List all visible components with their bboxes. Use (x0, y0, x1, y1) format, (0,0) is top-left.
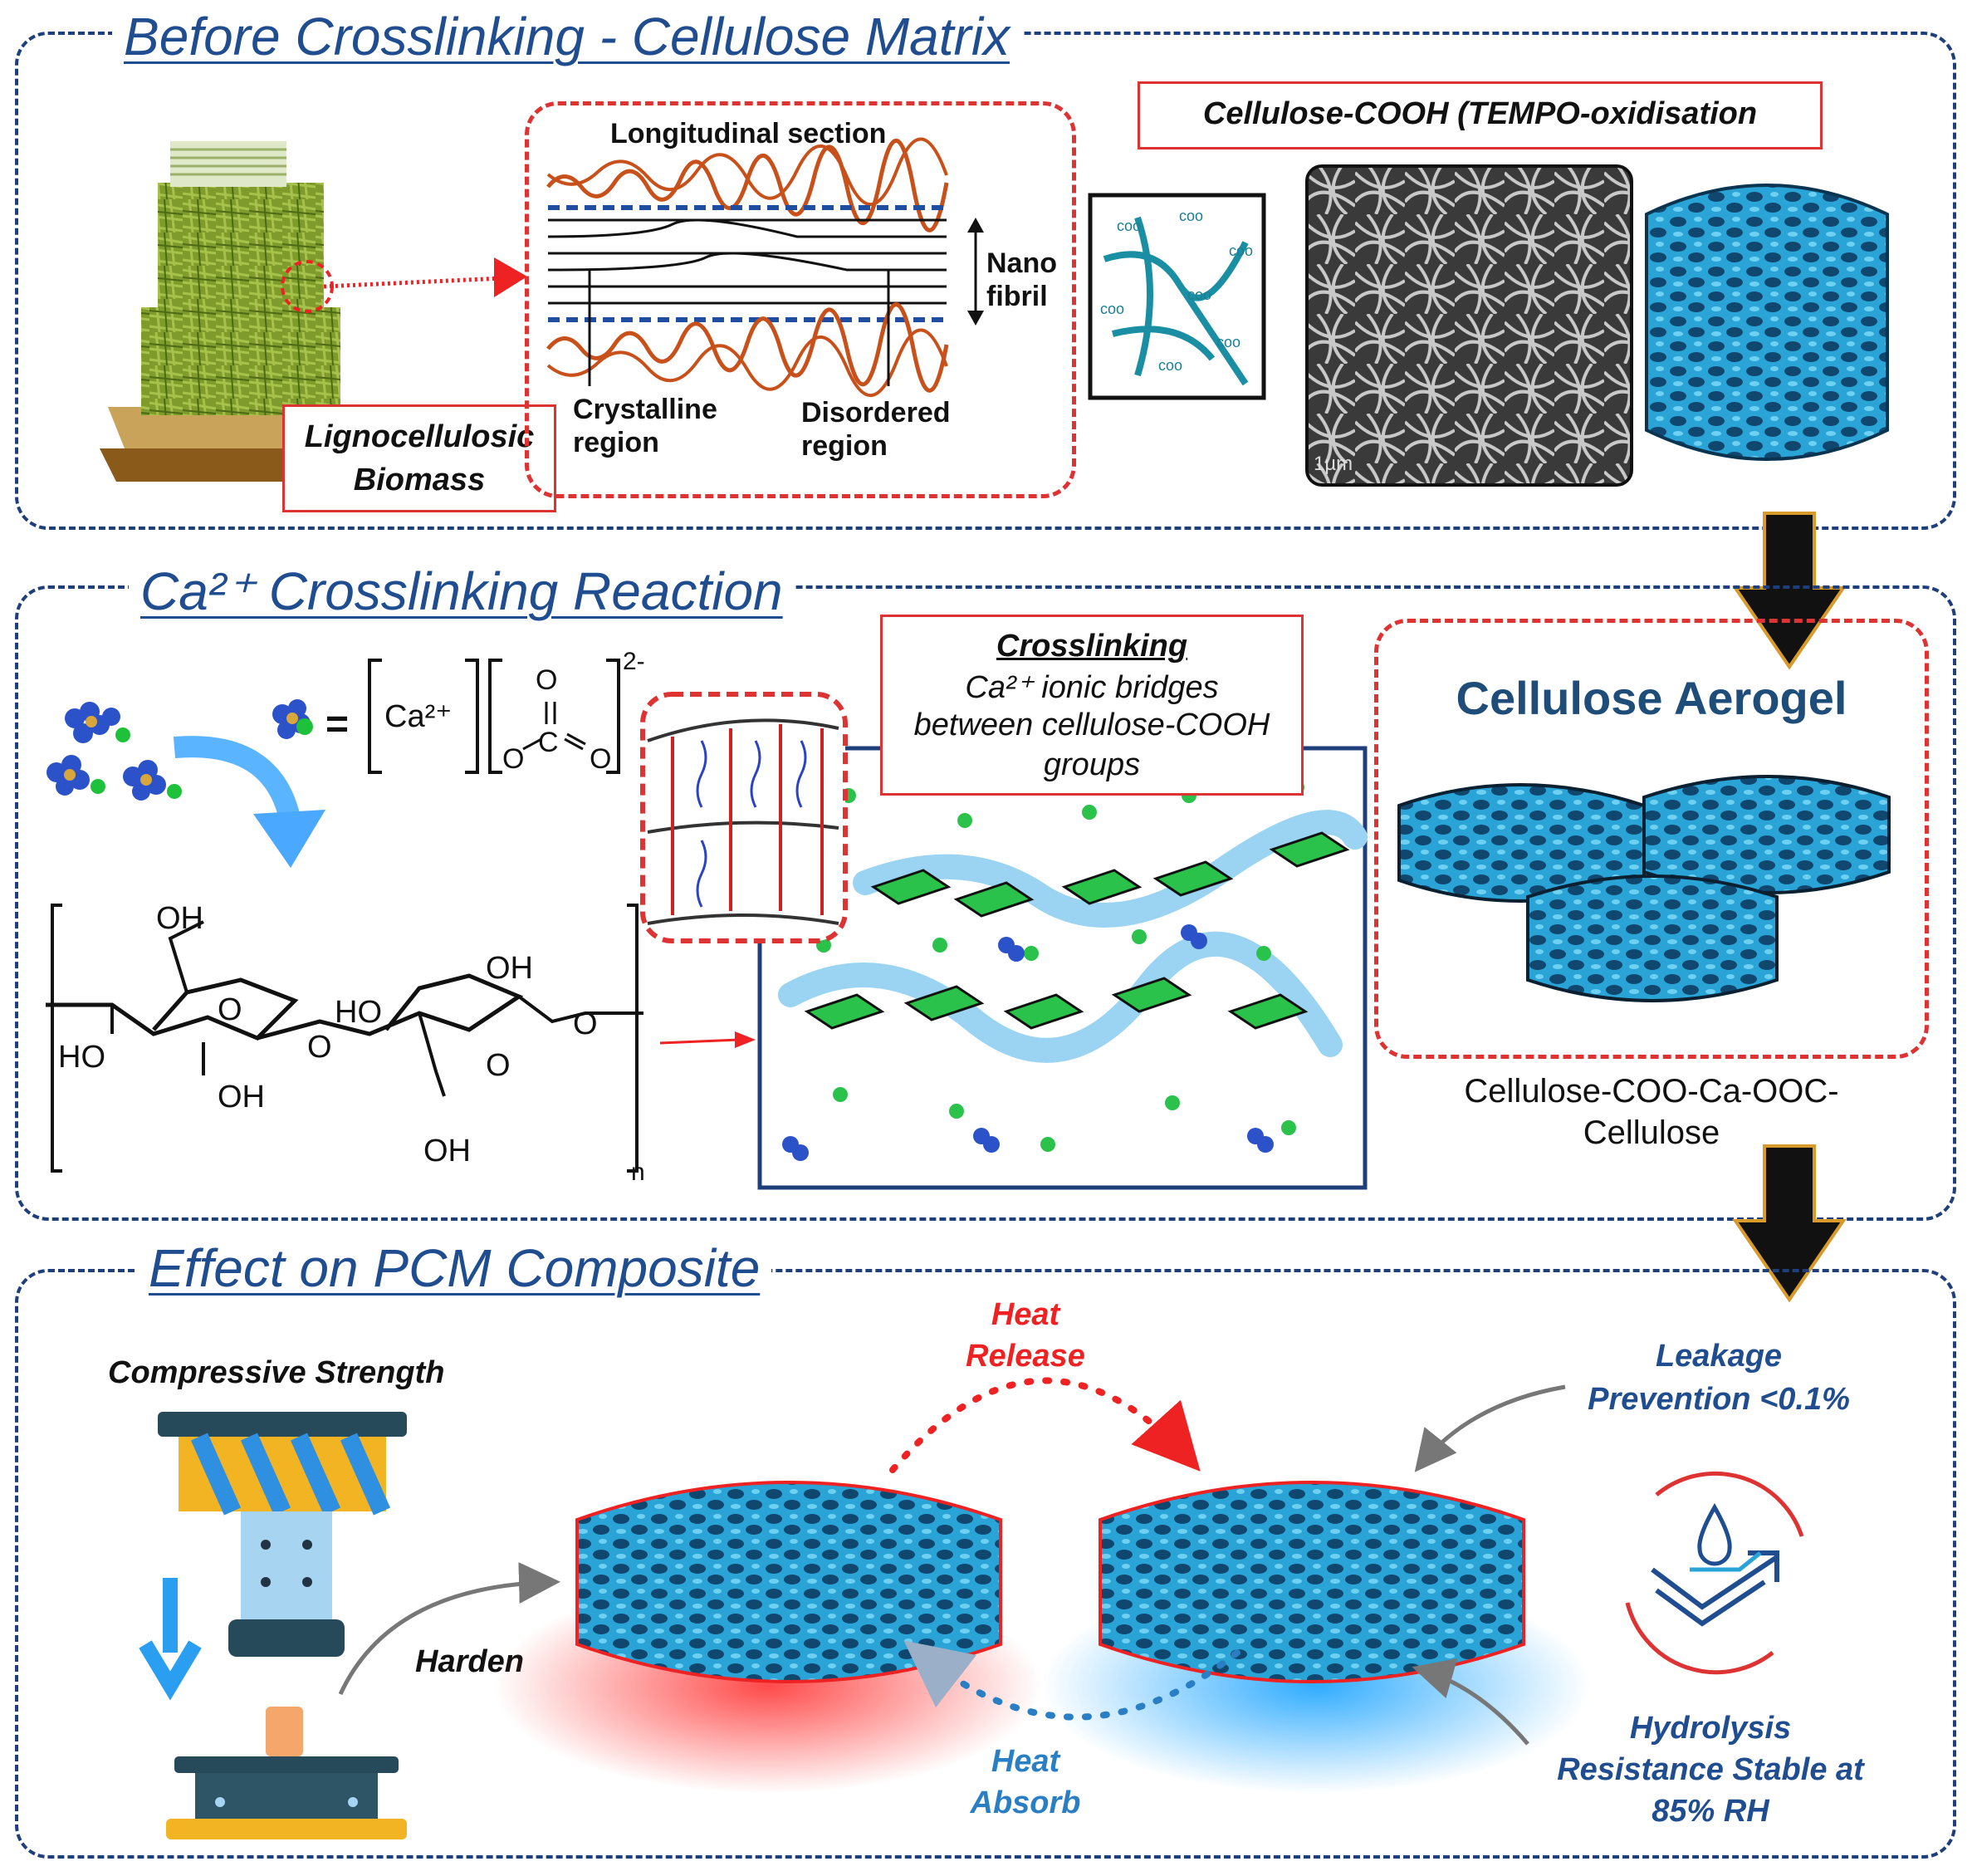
ca-ion-label: Ca²⁺ (384, 699, 453, 734)
aerogel-formula-line1: Cellulose-COO-Ca-OOC- (1464, 1073, 1839, 1109)
section-title-reaction: Ca²⁺ Crosslinking Reaction (129, 565, 795, 618)
crosslinking-line3: groups (1043, 747, 1141, 782)
crosslinking-inset-diagram (640, 692, 848, 943)
pcm-disc-left (575, 1481, 1002, 1683)
harden-arrow (338, 1562, 560, 1696)
ho-label-left: HO (58, 1040, 105, 1075)
leakage-line1: Leakage (1655, 1339, 1783, 1374)
crosslinking-title: Crosslinking (996, 629, 1188, 664)
longitudinal-section-box (525, 101, 1076, 498)
caco3-legend-green-dot (296, 718, 313, 735)
heat-absorb-arrow (903, 1640, 1240, 1721)
o-label-right: O (573, 1007, 598, 1041)
carbonate-o-right: O (590, 743, 612, 775)
carbonate-formula-brackets (368, 659, 620, 774)
coo-label-4: coo (1100, 301, 1125, 317)
oh-label-bottom-right: OH (423, 1134, 471, 1168)
section-title-effect: Effect on PCM Composite (137, 1242, 772, 1295)
nanofibril-diagram (546, 137, 949, 397)
carbonate-charge: 2- (623, 648, 645, 675)
section-crosslinking-reaction (15, 585, 1956, 1221)
cellulose-aerogel-title: Cellulose Aerogel (1456, 672, 1847, 724)
compression-press-illustration (139, 1412, 407, 1839)
hydrolysis-line1: Hydrolysis (1629, 1711, 1792, 1746)
sem-micrograph-image (1305, 164, 1633, 487)
disordered-label-line2: region (801, 430, 888, 462)
calcium-carbonate-particles (46, 699, 311, 801)
carbonate-c: C (538, 727, 559, 758)
blue-curved-arrow (173, 736, 325, 868)
coo-label-6: coo (1216, 334, 1241, 350)
water-resistance-icon (1625, 1471, 1804, 1675)
aerogel-disc-image (1645, 184, 1889, 461)
coo-label-2: coo (1179, 208, 1204, 224)
hydrolysis-line3: 85% RH (1651, 1794, 1769, 1829)
biomass-label-box (282, 404, 556, 512)
crosslinking-line2: between cellulose-COOH (913, 708, 1270, 742)
leakage-line2: Prevention <0.1% (1588, 1382, 1850, 1417)
section-pcm-composite (15, 1269, 1956, 1859)
nanofibril-label-line1: Nano (986, 247, 1057, 279)
cellulose-cooh-chain-diagram (1088, 193, 1266, 400)
cellulose-repeat-unit-structure (46, 904, 643, 1173)
crosslinking-line1: Ca²⁺ ionic bridges (965, 670, 1219, 705)
cellulose-aerogel-box (1374, 619, 1929, 1059)
hydrolysis-pointer-arrow (1412, 1658, 1529, 1746)
black-down-arrow-2 (1732, 1144, 1847, 1303)
crystalline-label-line1: Crystalline (573, 394, 717, 425)
section-title-before: Before Crosslinking - Cellulose Matrix (112, 10, 1022, 63)
compressive-strength-title: Compressive Strength (108, 1355, 445, 1390)
crosslinked-network-diagram (757, 746, 1368, 1190)
o-label-ring1: O (218, 992, 242, 1027)
tempo-label: Cellulose-COOH (TEMPO-oxidisation (1202, 96, 1758, 131)
longitudinal-section-title: Longitudinal section (610, 118, 887, 149)
hydrolysis-line2: Resistance Stable at (1557, 1752, 1864, 1787)
sem-scale-label: 1µm (1314, 453, 1353, 475)
biomass-label-line1: Lignocellulosic (304, 419, 535, 454)
coo-label-1: coo (1117, 218, 1142, 234)
equals-sign: = (325, 703, 350, 747)
oh-label-top-right: OH (486, 951, 533, 986)
disordered-label-line1: Disordered (801, 397, 951, 429)
oh-label-top-left: OH (156, 901, 203, 936)
o-label-ring2: O (486, 1048, 511, 1083)
nanofibril-bracket-arrow (967, 218, 984, 326)
pcm-disc-right (1099, 1481, 1525, 1683)
heat-release-line1: Heat (991, 1297, 1060, 1332)
red-arrow-biomass-to-section (323, 257, 527, 297)
nanofibril-label-line2: fibril (986, 281, 1048, 312)
coo-label-5: coo (1187, 287, 1212, 303)
carbonate-o-left: O (502, 743, 525, 775)
aerogel-stack-image (1397, 775, 1891, 1002)
heat-absorb-line2: Absorb (970, 1785, 1081, 1820)
heat-absorb-line1: Heat (991, 1744, 1060, 1779)
ho-label-ring2: HO (335, 995, 382, 1030)
tempo-label-box (1138, 81, 1823, 149)
oh-label-bottom-left: OH (218, 1080, 265, 1114)
coo-label-7: coo (1158, 357, 1183, 374)
heat-release-arrow (889, 1377, 1201, 1473)
biomass-label-line2: Biomass (353, 463, 486, 497)
carbonate-o-top: O (536, 664, 558, 696)
crystalline-label-line2: region (573, 427, 659, 458)
red-arrow-to-network (659, 1031, 756, 1048)
coo-label-3: coo (1229, 242, 1254, 259)
n-subscript: n (631, 1158, 645, 1186)
leakage-pointer-arrow (1414, 1384, 1566, 1472)
heat-release-line2: Release (966, 1339, 1085, 1374)
aerogel-formula-line2: Cellulose (1583, 1114, 1720, 1151)
o-label-bridge: O (307, 1030, 332, 1065)
crosslinking-label-box (880, 615, 1304, 796)
